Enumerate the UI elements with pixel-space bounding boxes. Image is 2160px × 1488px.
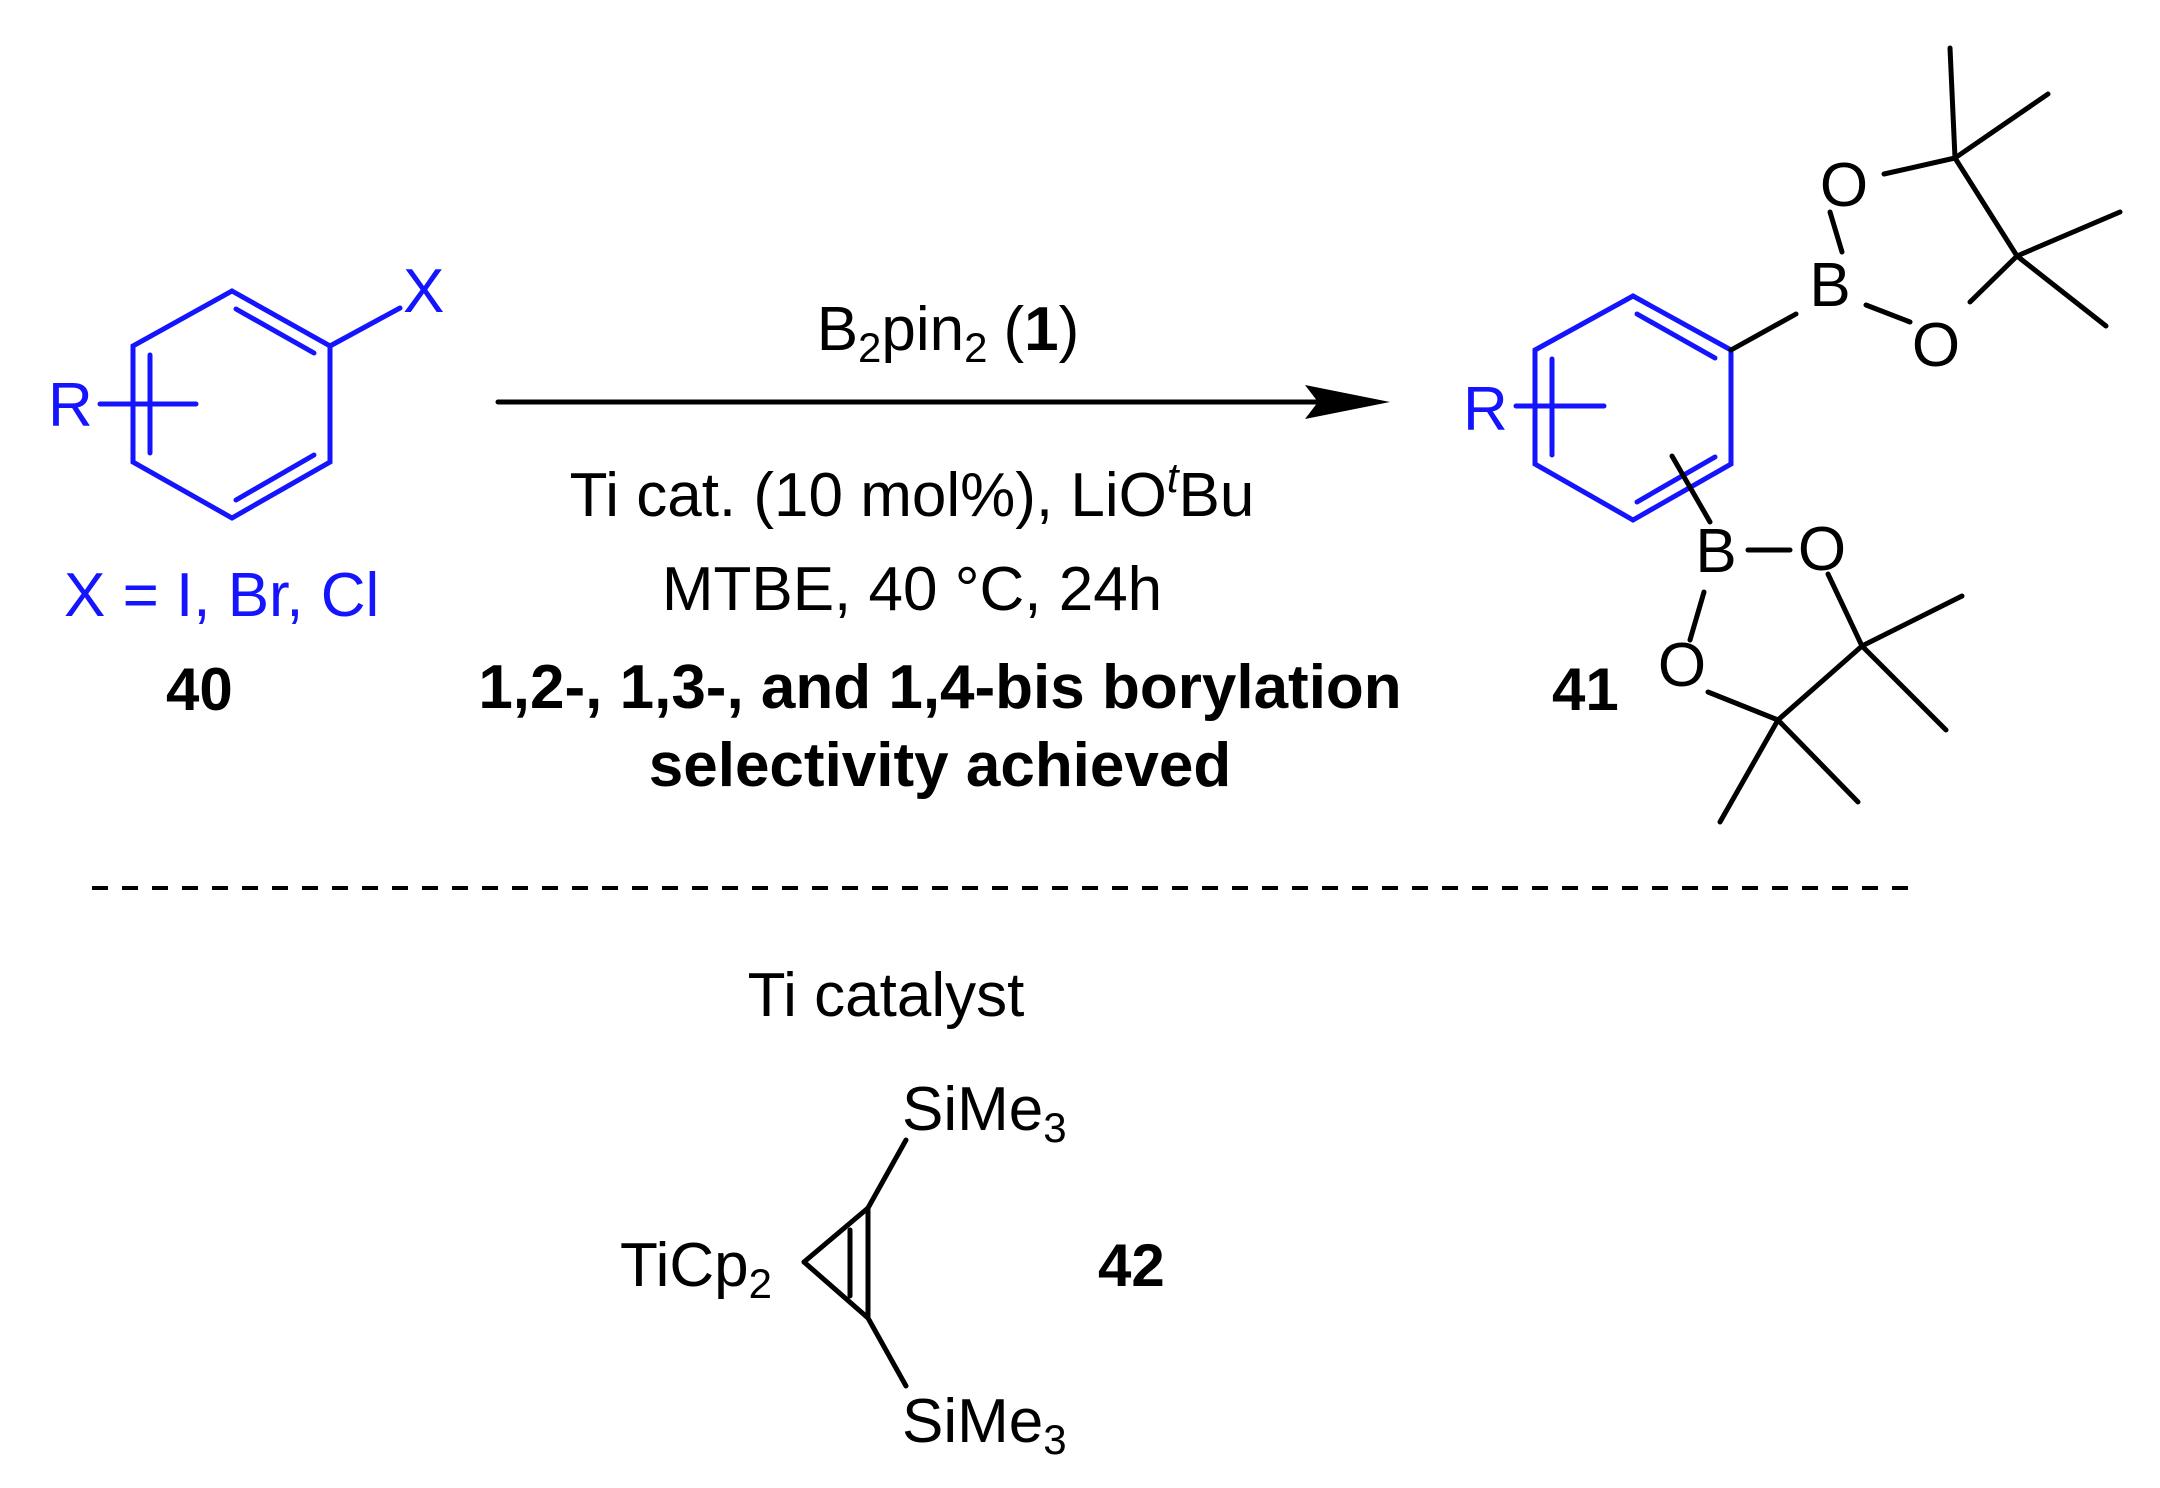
titanocene-fragment-label: TiCp2 <box>620 1231 772 1307</box>
reactant-halide-label: X = I, Br, Cl <box>64 561 379 630</box>
methyl-bond <box>1717 717 1781 825</box>
bond <box>801 1259 871 1321</box>
catalyst-compound-number: 42 <box>1098 1232 1165 1299</box>
selectivity-note-line1: 1,2-, 1,3-, and 1,4-bis borylation <box>478 653 1401 722</box>
methyl-bond <box>2014 253 2109 329</box>
titanium-catalyst-structure: TiCp2 SiMe3 SiMe3 <box>620 1075 1067 1463</box>
bond <box>1863 302 1913 325</box>
selectivity-note-line2: selectivity achieved <box>649 731 1231 800</box>
boron-atom-label: B <box>1695 517 1736 586</box>
bond <box>1827 209 1845 255</box>
oxygen-atom-label: O <box>1798 515 1846 584</box>
reactant-x-bond <box>327 305 403 349</box>
position-variable-bond <box>1669 453 1713 525</box>
reagent-label: B2pin2(1) <box>817 295 1080 371</box>
bond <box>801 1205 871 1265</box>
methyl-bond <box>1947 45 1958 161</box>
bond <box>1952 155 2020 259</box>
reactant-leaving-group: X <box>403 257 444 326</box>
methyl-bond <box>1859 593 1965 649</box>
product-double-bond <box>1634 454 1718 505</box>
reactant-substituent: R <box>48 371 93 440</box>
trimethylsilyl-label: SiMe3 <box>902 1387 1067 1463</box>
oxygen-atom-label: O <box>1912 311 1960 380</box>
bond <box>865 1315 909 1389</box>
methyl-bond <box>1859 643 1949 733</box>
bond <box>1705 689 1781 723</box>
catalyst-base-condition: Ti cat. (10 mol%), LiOtBu <box>570 454 1255 530</box>
methyl-bond <box>2014 209 2123 259</box>
oxygen-atom-label: O <box>1658 631 1706 700</box>
catalyst-heading: Ti catalyst <box>748 961 1025 1030</box>
reactant-aryl-halide: X R X = I, Br, Cl 40 <box>48 257 444 723</box>
methyl-bond <box>1775 717 1861 805</box>
bond <box>1825 571 1865 649</box>
oxygen-atom-label: O <box>1820 151 1868 220</box>
boron-atom-label: B <box>1809 251 1850 320</box>
bond <box>1687 589 1707 643</box>
reactant-compound-number: 40 <box>166 656 233 723</box>
bond <box>1728 311 1799 353</box>
reaction-arrow <box>495 385 1390 419</box>
reactant-double-bond <box>233 306 317 356</box>
product-compound-number: 41 <box>1552 656 1619 723</box>
bond <box>1967 253 2020 305</box>
bond <box>865 1137 909 1211</box>
reactant-double-bond <box>233 452 317 503</box>
product-bis-boronate: R B O O B O O 41 <box>1463 45 2123 825</box>
arrow-head <box>1305 385 1390 419</box>
trimethylsilyl-label: SiMe3 <box>902 1075 1067 1151</box>
bond <box>1881 155 1958 177</box>
solvent-temperature-condition: MTBE, 40 °C, 24h <box>662 555 1162 624</box>
product-double-bond <box>1634 311 1718 361</box>
product-substituent: R <box>1463 375 1508 444</box>
methyl-bond <box>1952 91 2051 161</box>
bond <box>1775 643 1865 723</box>
